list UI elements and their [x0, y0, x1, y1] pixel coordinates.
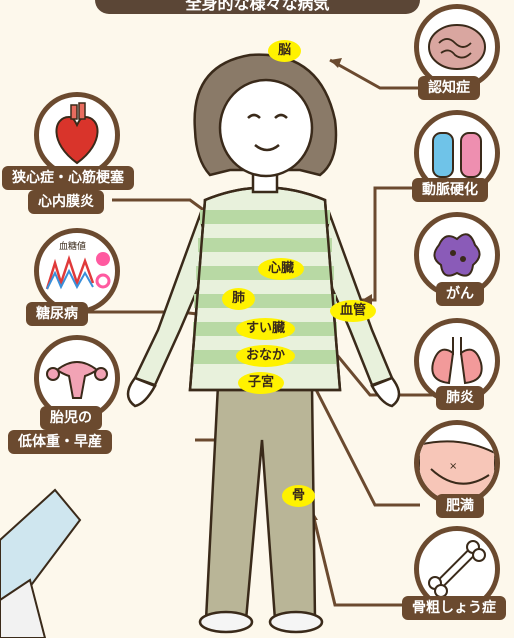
svg-text:×: ×: [449, 461, 457, 472]
label-angina-1: 狭心症・心筋梗塞: [2, 166, 134, 190]
label-cancer: がん: [436, 282, 484, 306]
corner-decoration: [0, 488, 82, 638]
belly-fat-icon: ×: [414, 420, 500, 506]
cancer-cell-icon: [414, 212, 500, 298]
title-text: 全身的な様々な病気: [185, 0, 330, 13]
label-angina-2: 心内膜炎: [28, 190, 104, 214]
label-diabetes: 糖尿病: [26, 302, 88, 326]
title-banner: 全身的な様々な病気: [95, 0, 420, 14]
label-dementia: 認知症: [418, 76, 480, 100]
blood-sugar-chart-icon: 血糖値: [34, 228, 120, 314]
label-arterio: 動脈硬化: [412, 178, 488, 202]
label-obesity: 肥満: [436, 494, 484, 518]
organ-brain: 脳: [268, 40, 302, 62]
organ-vessel: 血管: [330, 300, 377, 322]
label-fetal-2: 低体重・早産: [8, 430, 112, 454]
organ-belly: おなか: [236, 345, 296, 367]
person: [126, 186, 401, 634]
label-fetal-1: 胎児の: [40, 406, 102, 430]
organ-heart: 心臓: [258, 258, 305, 280]
heart-icon: [34, 92, 120, 178]
organ-lung: 肺: [222, 288, 256, 310]
label-osteo: 骨粗しょう症: [402, 596, 506, 620]
chart-icon-text: 血糖値: [59, 240, 86, 252]
lungs-icon: [414, 318, 500, 404]
organ-pancreas: すい臓: [236, 318, 296, 340]
organ-bone: 骨: [282, 485, 316, 507]
label-pneumonia: 肺炎: [436, 386, 484, 410]
organ-uterus: 子宮: [238, 372, 285, 394]
